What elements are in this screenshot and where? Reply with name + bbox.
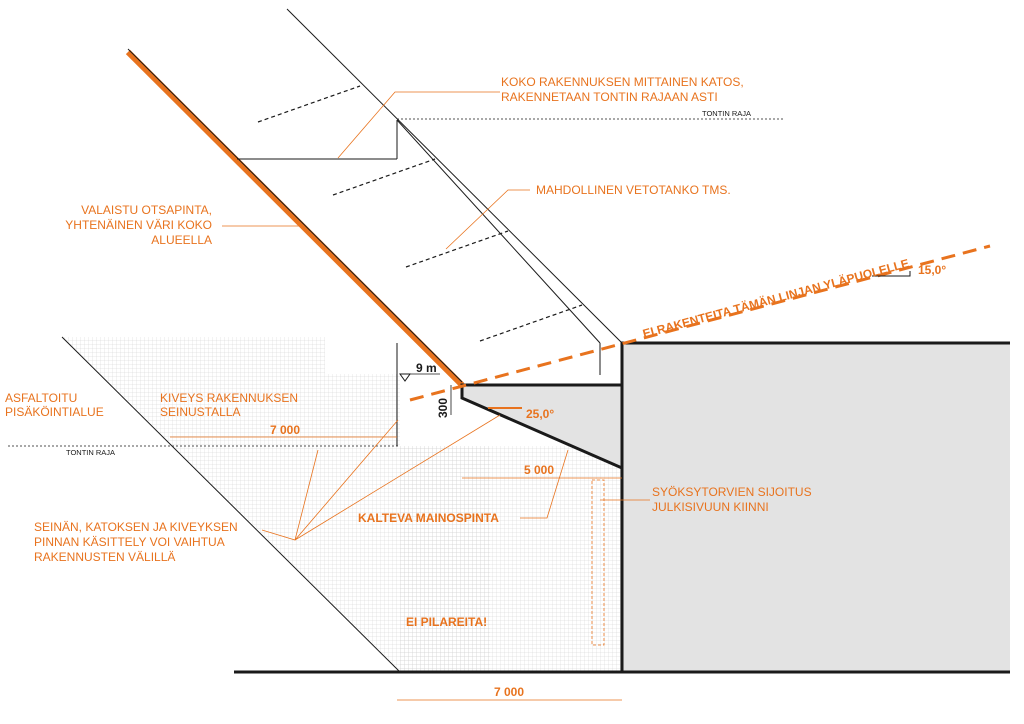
level-9m-mark <box>399 373 411 382</box>
no-structures-label: EI RAKENTEITA TÄMÄN LINJAN YLÄPUOLELLE <box>641 255 911 341</box>
roof-label-1: KOKO RAKENNUKSEN MITTAINEN KATOS, <box>501 75 744 89</box>
asphalt-label-1: ASFALTOITU <box>5 391 77 405</box>
angle-15-mark <box>872 271 911 277</box>
neighbour-building <box>622 343 1010 672</box>
parking-line <box>61 336 401 673</box>
wall-treatment-label-3: RAKENNUSTEN VÄLILLÄ <box>34 550 175 564</box>
leader-rod <box>445 189 530 250</box>
rod-line <box>405 230 509 268</box>
sign-wall-zone <box>462 385 622 468</box>
leader-wall-treatment-2 <box>294 449 319 541</box>
dim-7000-left-label: 7 000 <box>270 423 300 437</box>
downpipes-label-2: JULKISIVUUN KIINNI <box>652 500 769 514</box>
plot-line-top-label: TONTIN RAJA <box>702 109 751 118</box>
lit-face-label-3: ALUEELLA <box>151 233 212 247</box>
leader-roof <box>337 91 500 159</box>
lit-face-edge-black <box>127 48 463 383</box>
wall-treatment-label-1: SEINÄN, KATOKSEN JA KIVEYKSEN <box>34 520 238 534</box>
downpipes-label-1: SYÖKSYTORVIEN SIJOITUS <box>652 485 812 499</box>
lit-face-edge <box>125 49 465 388</box>
lit-face-label-1: VALAISTU OTSAPINTA, <box>81 203 212 217</box>
angle-15-label: 15,0° <box>918 263 946 277</box>
paving-label-2: SEINUSTALLA <box>160 405 240 419</box>
level-9m-label: 9 m <box>416 361 437 375</box>
lit-face-label-2: YHTENÄINEN VÄRI KOKO <box>65 218 212 232</box>
canopy-line <box>286 8 623 344</box>
leader-wall-treatment-3 <box>294 414 501 541</box>
no-pillars-label: EI PILAREITA! <box>406 615 487 629</box>
h-300-label: 300 <box>436 398 450 418</box>
rod-line <box>257 85 361 123</box>
rod-line <box>479 304 583 342</box>
wall-treatment-label-2: PINNAN KÄSITTELY VOI VAIHTUA <box>34 535 225 549</box>
building-outline <box>620 341 1010 672</box>
downpipe-marker <box>591 479 605 646</box>
angle-25-label: 25,0° <box>526 407 554 421</box>
sloped-ad-surface <box>460 383 623 470</box>
plot-line-left-label: TONTIN RAJA <box>66 448 115 457</box>
rod-line <box>332 158 436 196</box>
dim-7000-bottom-label: 7 000 <box>494 685 524 699</box>
dim-5000-label: 5 000 <box>524 463 554 477</box>
canopy-line <box>396 119 601 344</box>
paving-area-lower <box>400 446 622 672</box>
no-structures-line <box>409 244 991 402</box>
leader-sloped-ad <box>520 449 569 519</box>
roof-label-2: RAKENNETAAN TONTIN RAJAAN ASTI <box>501 90 718 104</box>
paving-label-1: KIVEYS RAKENNUKSEN <box>160 391 298 405</box>
sloped-ad-label: KALTEVA MAINOSPINTA <box>358 511 499 525</box>
paving-area <box>62 337 490 672</box>
asphalt-label-2: PISÄKÖINTIALUE <box>5 405 104 419</box>
rod-label: MAHDOLLINEN VETOTANKO TMS. <box>536 183 731 197</box>
